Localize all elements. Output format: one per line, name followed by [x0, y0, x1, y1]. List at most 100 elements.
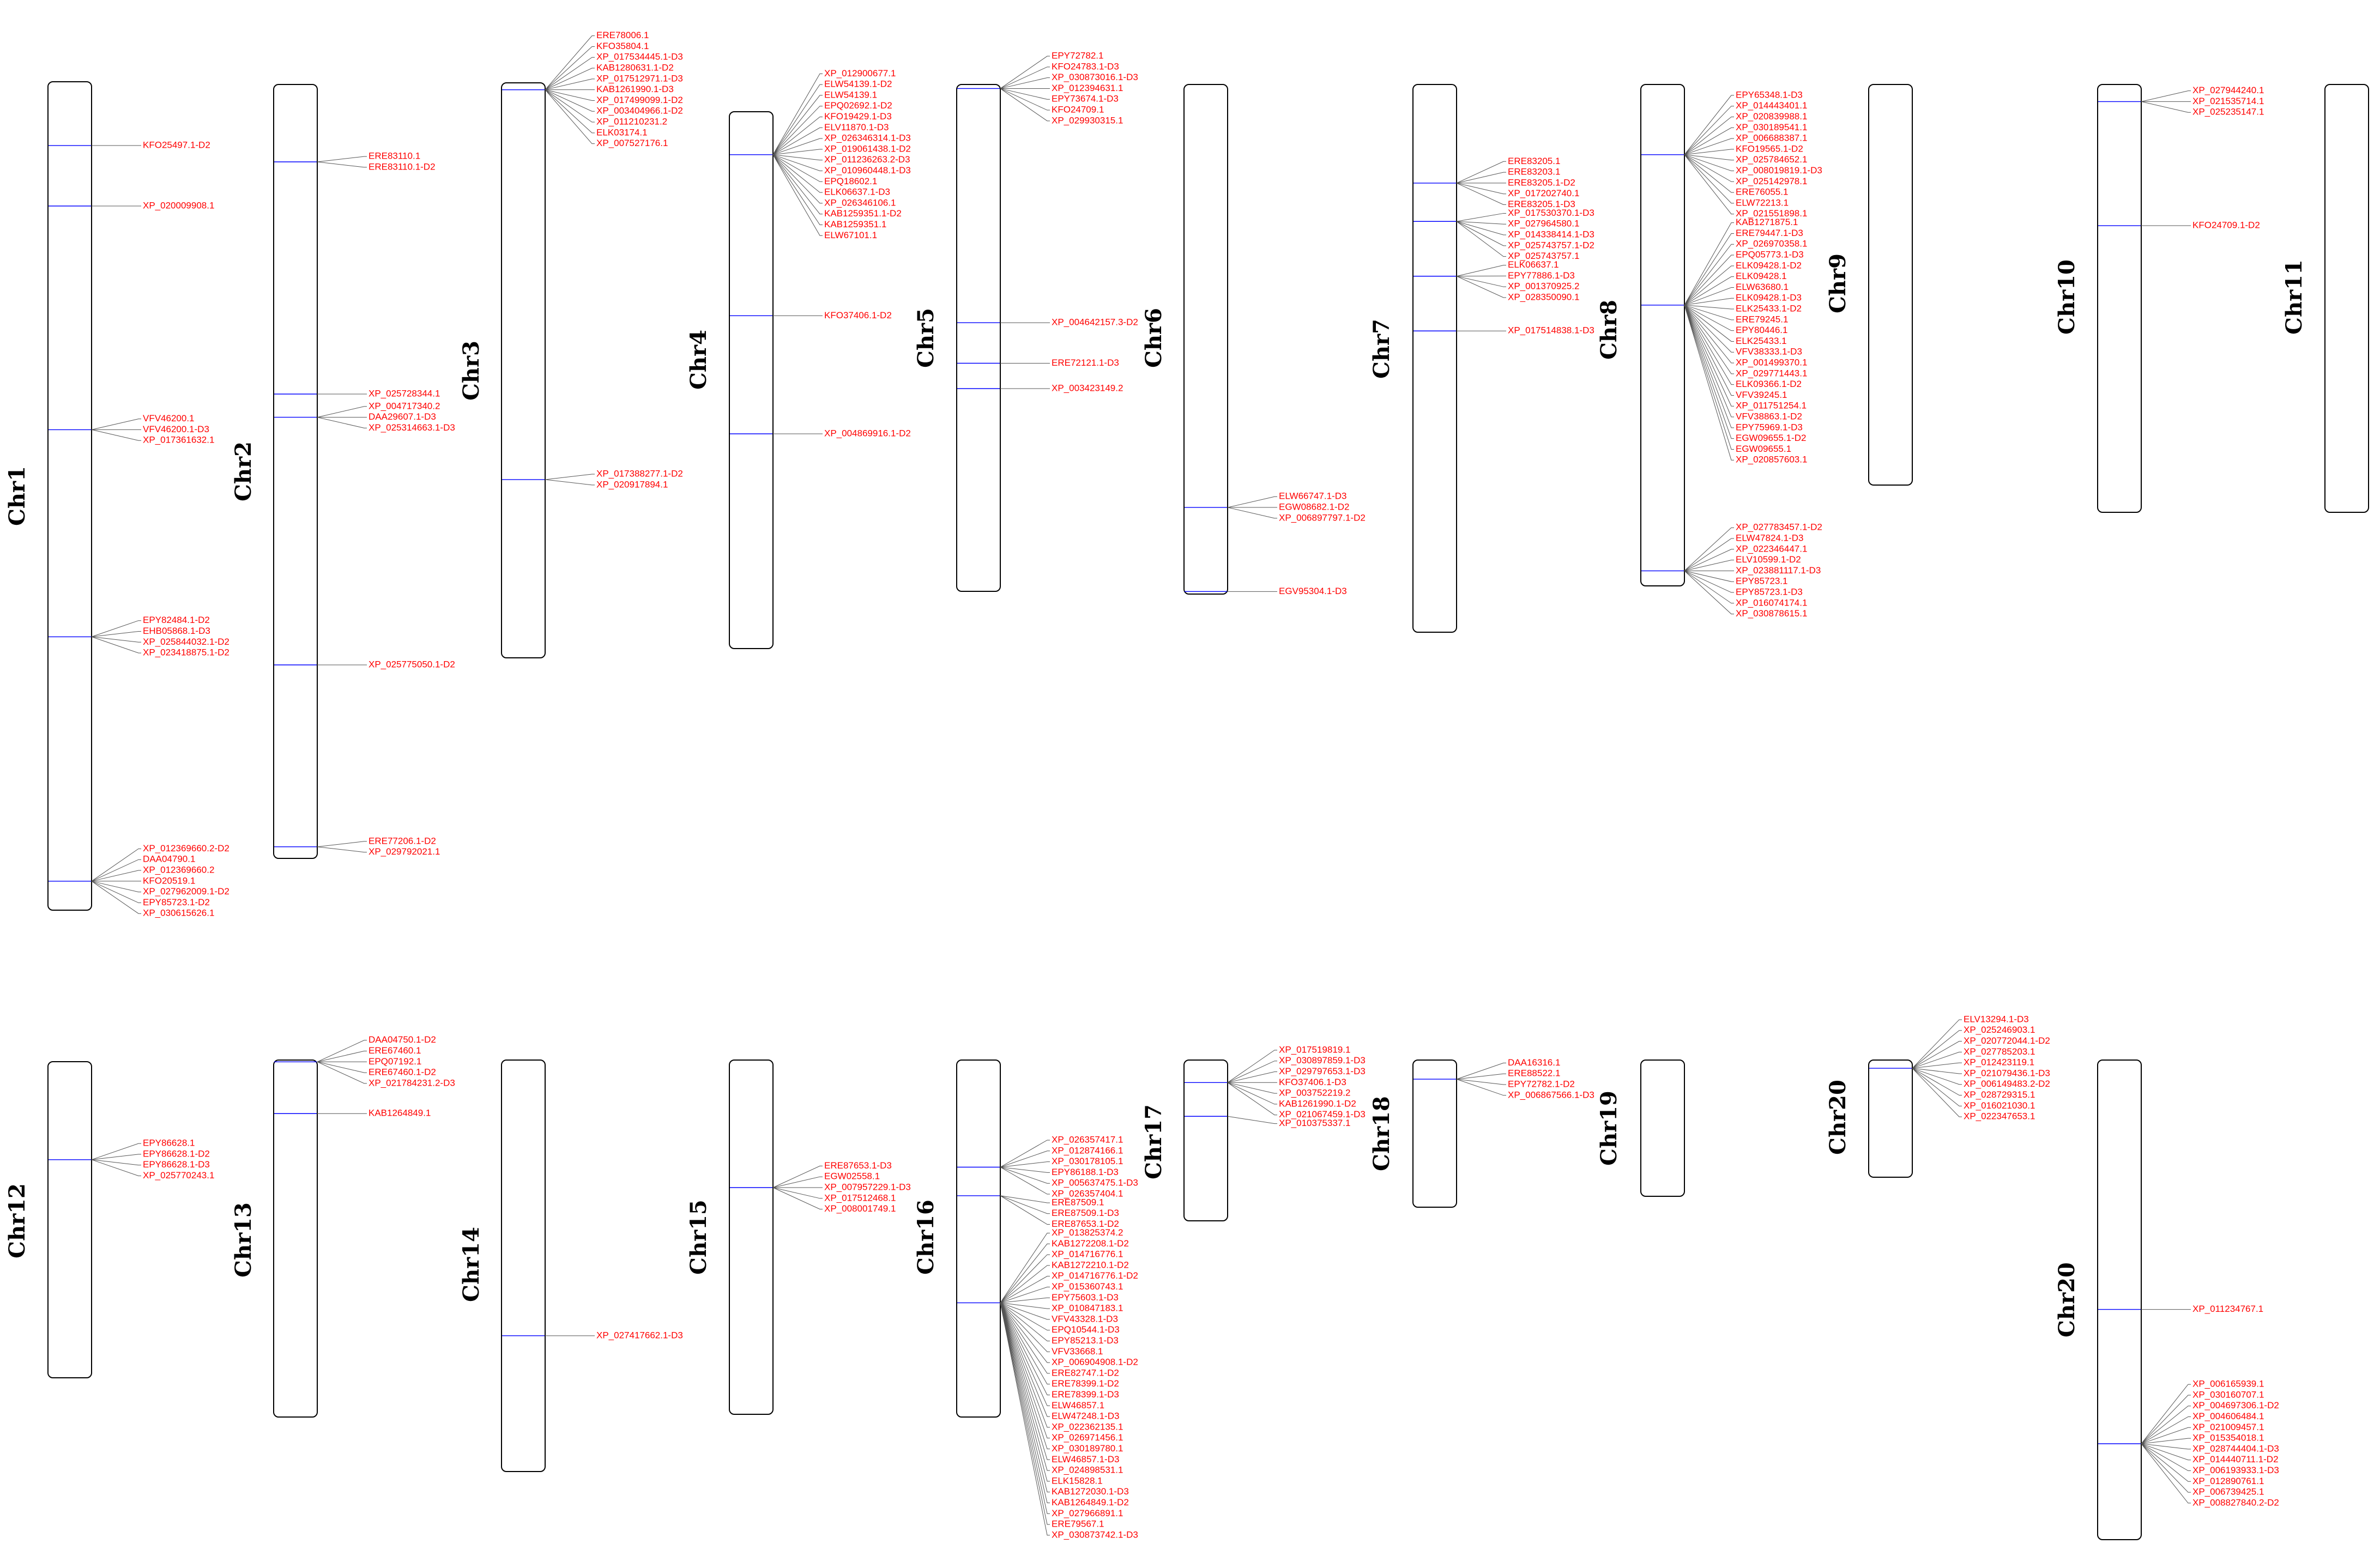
gene-label: VFV38333.1-D3 — [1736, 347, 1802, 357]
marker-group: XP_011234767.1 — [2098, 1304, 2263, 1314]
leader-line — [772, 154, 823, 236]
leader-line — [545, 89, 595, 123]
leader-line — [772, 149, 823, 155]
leader-line — [91, 881, 141, 903]
leader-line — [91, 881, 141, 914]
gene-label: ELW63680.1 — [1736, 282, 1789, 292]
gene-label: XP_027964580.1 — [1508, 219, 1579, 229]
gene-label: EHB05868.1-D3 — [143, 626, 210, 636]
leader-line — [1684, 305, 1734, 331]
gene-label: XP_014716776.1 — [1052, 1249, 1123, 1260]
leader-line — [772, 127, 823, 155]
gene-label: XP_012890761.1 — [2192, 1476, 2264, 1486]
gene-label: XP_029930315.1 — [1052, 115, 1123, 125]
leader-line — [1684, 305, 1734, 364]
marker-group: ERE87653.1-D3EGW02558.1XP_007957229.1-D3… — [730, 1160, 911, 1214]
leader-line — [1000, 1303, 1050, 1385]
gene-label: ERE88522.1 — [1508, 1068, 1560, 1079]
leader-line — [1912, 1051, 1962, 1069]
gene-label: XP_007527176.1 — [596, 138, 668, 148]
gene-label: XP_012394631.1 — [1052, 83, 1123, 93]
gene-label: XP_021009457.1 — [2192, 1422, 2264, 1432]
leader-line — [1456, 161, 1506, 184]
leader-line — [1684, 154, 1734, 204]
gene-label: XP_030878615.1 — [1736, 608, 1807, 619]
leader-line — [1227, 1082, 1277, 1105]
gene-label: VFV43328.1-D3 — [1052, 1313, 1118, 1324]
leader-line — [1912, 1068, 1962, 1074]
leader-line — [1227, 1082, 1277, 1116]
gene-label: XP_014338414.1-D3 — [1508, 229, 1594, 240]
leader-line — [2141, 101, 2191, 113]
leader-line — [91, 620, 141, 637]
leader-line — [1684, 571, 1734, 615]
leader-line — [91, 429, 141, 441]
leader-line — [1912, 1041, 1962, 1069]
leader-line — [1456, 221, 1506, 235]
leader-line — [317, 156, 367, 162]
leader-line — [2141, 1427, 2191, 1444]
leader-line — [91, 1143, 141, 1160]
gene-label: XP_022362135.1 — [1052, 1421, 1123, 1432]
leader-line — [1000, 1195, 1050, 1203]
chromosome-body — [956, 1060, 1001, 1418]
chromosome-19: Chr19 — [1596, 1060, 1685, 1197]
leader-line — [1684, 265, 1734, 306]
marker-group: XP_020009908.1 — [49, 200, 214, 210]
gene-label: KAB1280631.1-D2 — [596, 63, 674, 73]
chromosome-body — [1868, 84, 1913, 486]
gene-label: XP_017534445.1-D3 — [596, 52, 683, 62]
leader-line — [1456, 221, 1506, 246]
gene-label: XP_001499370.1 — [1736, 358, 1807, 368]
leader-line — [1684, 305, 1734, 385]
leader-line — [1000, 1303, 1050, 1482]
leader-line — [2141, 1443, 2191, 1461]
leader-line — [1912, 1030, 1962, 1069]
gene-label: XP_005637475.1-D3 — [1052, 1178, 1138, 1188]
gene-label: ELW72213.1 — [1736, 197, 1789, 208]
leader-line — [91, 631, 141, 637]
gene-label: ELW47248.1-D3 — [1052, 1411, 1119, 1421]
gene-label: XP_024898531.1 — [1052, 1465, 1123, 1475]
gene-label: EGW09655.1-D2 — [1736, 433, 1806, 443]
gene-label: EPQ18602.1 — [824, 176, 877, 186]
gene-label: VFV38863.1-D2 — [1736, 411, 1802, 422]
chromosome-4: Chr4XP_012900677.1ELW54139.1-D2ELW54139.… — [686, 68, 911, 649]
leader-line — [1000, 1303, 1050, 1514]
gene-label: XP_025235147.1 — [2192, 107, 2264, 117]
chromosome-label: Chr12 — [4, 1183, 30, 1258]
gene-label: XP_025775050.1-D2 — [369, 659, 455, 669]
gene-label: XP_011234767.1 — [2192, 1304, 2263, 1314]
gene-label: ERE83110.1-D2 — [369, 161, 436, 172]
gene-label: XP_006149483.2-D2 — [1964, 1079, 2050, 1089]
leader-line — [545, 78, 595, 90]
gene-label: ERE83110.1 — [369, 151, 420, 161]
leader-line — [1000, 1303, 1050, 1363]
chromosome-12: Chr12EPY86628.1EPY86628.1-D2EPY86628.1-D… — [4, 1061, 214, 1378]
chromosome-1: Chr1KFO25497.1-D2XP_020009908.1VFV46200.… — [4, 81, 229, 918]
gene-label: XP_010375337.1 — [1279, 1118, 1350, 1128]
leader-line — [1684, 154, 1734, 215]
gene-label: KAB1259351.1-D2 — [824, 208, 902, 219]
leader-line — [1000, 1286, 1050, 1303]
gene-label: EPY72782.1 — [1052, 51, 1103, 61]
marker-group: XP_025775050.1-D2 — [274, 659, 455, 669]
marker-group: KFO37406.1-D2 — [730, 310, 892, 320]
leader-line — [317, 406, 367, 418]
gene-label: KAB1271875.1 — [1736, 217, 1798, 227]
chromosome-label: Chr10 — [2054, 259, 2080, 335]
leader-line — [1000, 1303, 1050, 1406]
marker-group: XP_017530370.1-D3XP_027964580.1XP_014338… — [1413, 208, 1594, 261]
chromosome-16: Chr16XP_026357417.1XP_012874166.1XP_0301… — [913, 1060, 1138, 1540]
chromosome-2: Chr2ERE83110.1ERE83110.1-D2XP_025728344.… — [231, 84, 455, 859]
leader-line — [317, 846, 367, 853]
leader-line — [1684, 298, 1734, 306]
gene-label: EPY86628.1-D3 — [143, 1159, 210, 1170]
leader-line — [91, 1159, 141, 1166]
gene-label: XP_011236263.2-D3 — [824, 154, 910, 165]
marker-group: ELV13294.1-D3XP_025246903.1XP_020772044.… — [1869, 1014, 2050, 1122]
leader-line — [1456, 221, 1506, 257]
gene-label: DAA04790.1 — [143, 854, 195, 864]
gene-label: XP_021535714.1 — [2192, 96, 2264, 106]
